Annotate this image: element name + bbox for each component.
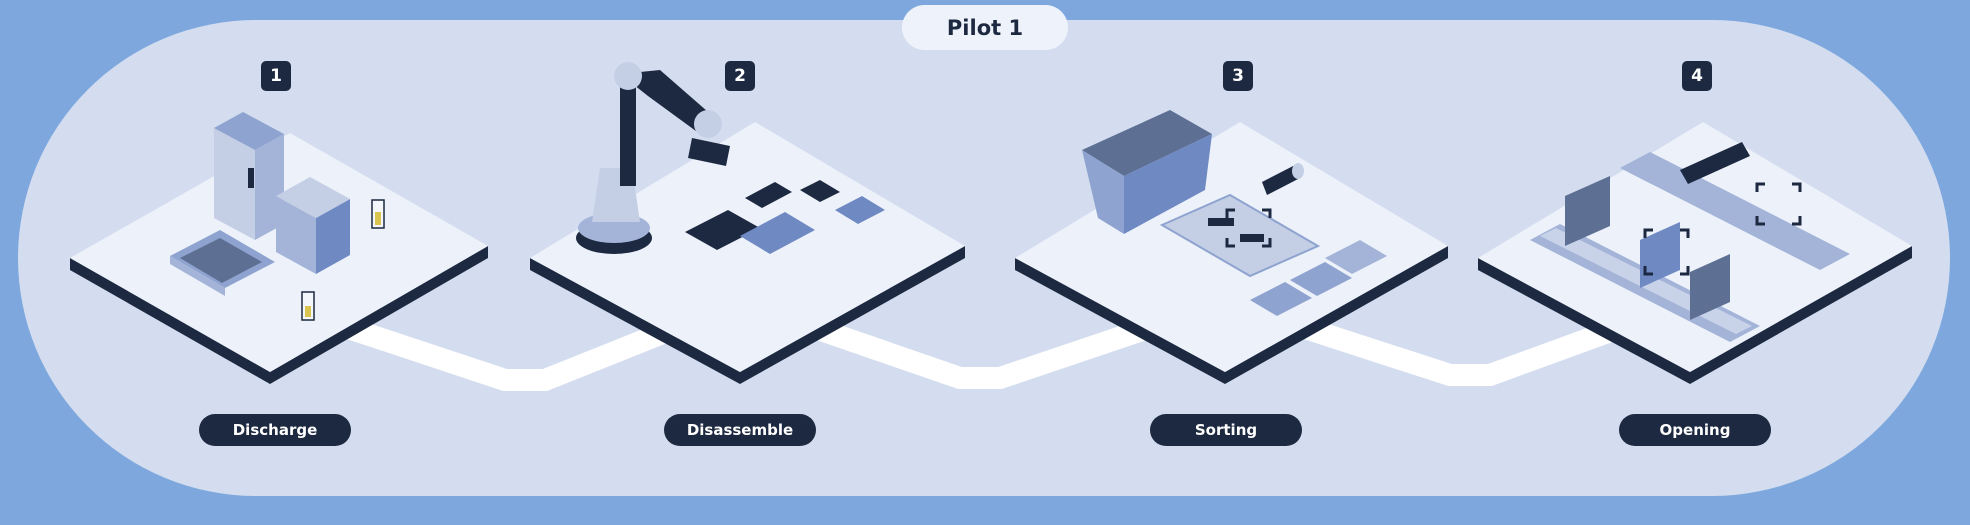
step-3-number: 3 bbox=[1223, 61, 1253, 91]
discharge-tray bbox=[170, 230, 275, 296]
sorting-bin bbox=[1082, 110, 1212, 234]
discharge-unit bbox=[276, 177, 350, 274]
step-4-number: 4 bbox=[1682, 61, 1712, 91]
step-1-label: Discharge bbox=[199, 414, 351, 446]
sorting-conveyor bbox=[1159, 193, 1321, 278]
connector-path bbox=[266, 291, 1694, 391]
robot-arm bbox=[576, 62, 730, 254]
platform-disassemble bbox=[530, 122, 965, 384]
platform-opening bbox=[1478, 122, 1912, 384]
step-3-label: Sorting bbox=[1150, 414, 1302, 446]
opening-panels bbox=[1565, 142, 1750, 320]
battery-level-icon bbox=[301, 199, 385, 321]
page-title: Pilot 1 bbox=[902, 5, 1068, 50]
cylinder-cell bbox=[1262, 163, 1304, 195]
scan-brackets bbox=[1225, 182, 1802, 276]
discharge-cabinet bbox=[214, 112, 284, 240]
step-2-number: 2 bbox=[725, 61, 755, 91]
step-1-number: 1 bbox=[261, 61, 291, 91]
battery-modules bbox=[685, 180, 885, 254]
sorted-bins bbox=[1250, 240, 1387, 316]
step-4-label: Opening bbox=[1619, 414, 1771, 446]
step-2-label: Disassemble bbox=[664, 414, 816, 446]
